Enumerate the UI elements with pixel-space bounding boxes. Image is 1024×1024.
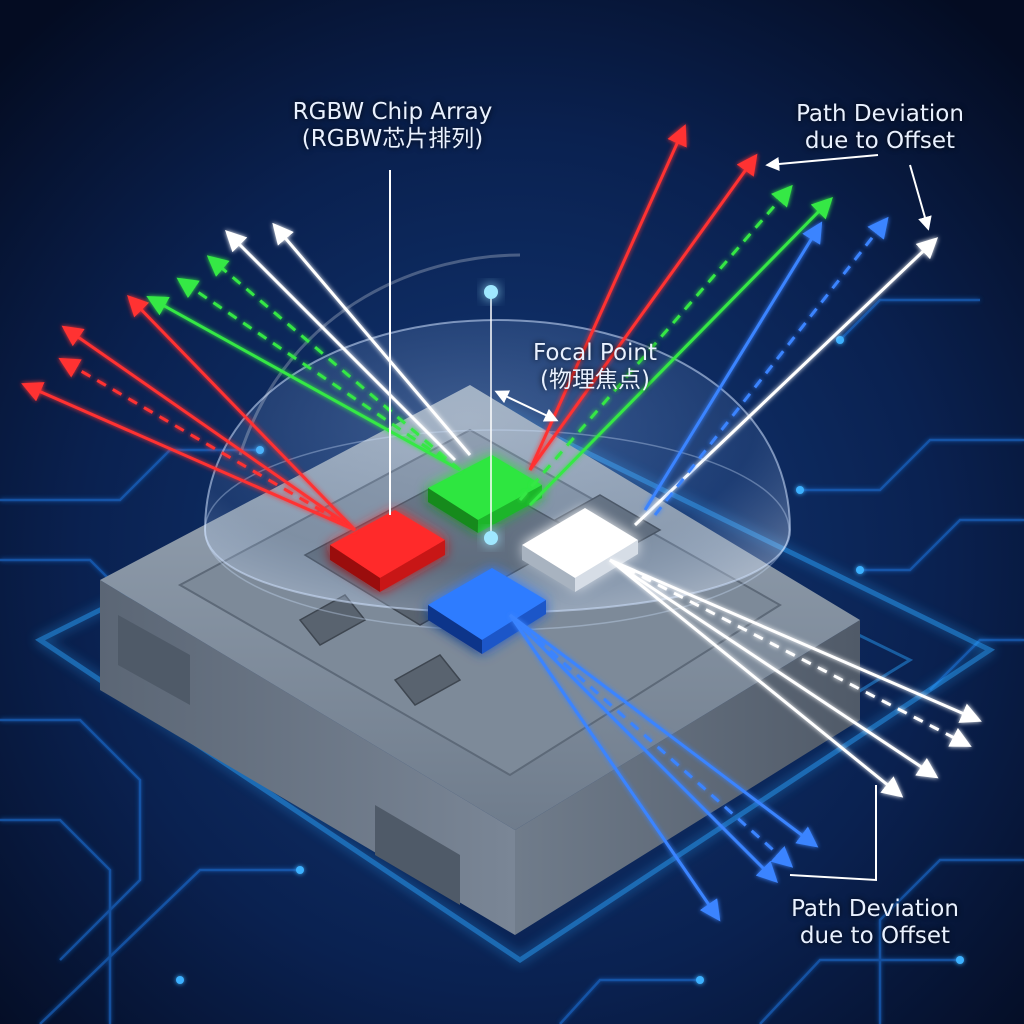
package-tab-left [118, 615, 190, 705]
chip-green [428, 455, 542, 533]
package-side-right [515, 620, 860, 935]
leader-lines [389, 154, 932, 882]
package-tab-bottom [375, 805, 460, 905]
label-deviation-top: Path Deviation due to Offset [775, 101, 985, 155]
rays-white-down [609, 558, 982, 798]
rays-blue-down [508, 613, 819, 922]
rays-green [146, 184, 833, 507]
label-deviation-top-line2: due to Offset [804, 128, 956, 154]
label-chip-array-line1: RGBW Chip Array [292, 99, 493, 125]
label-chip-array-line2: (RGBW芯片排列) [301, 126, 484, 152]
chip-white [522, 508, 638, 592]
rays-white-up [225, 222, 939, 527]
label-chip-array: RGBW Chip Array (RGBW芯片排列) [270, 99, 515, 153]
label-deviation-bottom: Path Deviation due to Offset [770, 896, 980, 950]
label-focal-point-line1: Focal Point [532, 340, 658, 366]
focal-point-markers [484, 285, 559, 545]
label-deviation-bottom-line2: due to Offset [799, 923, 951, 949]
label-focal-point: Focal Point (物理焦点) [515, 340, 675, 394]
focal-dot-top [484, 285, 498, 299]
label-deviation-bottom-line1: Path Deviation [791, 896, 959, 922]
rays-red [21, 124, 758, 532]
label-focal-point-line2: (物理焦点) [540, 367, 650, 393]
chip-red [330, 510, 445, 592]
label-deviation-top-line1: Path Deviation [796, 101, 964, 127]
rays-blue-up [643, 216, 889, 516]
focal-dot-bottom [484, 531, 498, 545]
chip-blue [428, 568, 546, 654]
